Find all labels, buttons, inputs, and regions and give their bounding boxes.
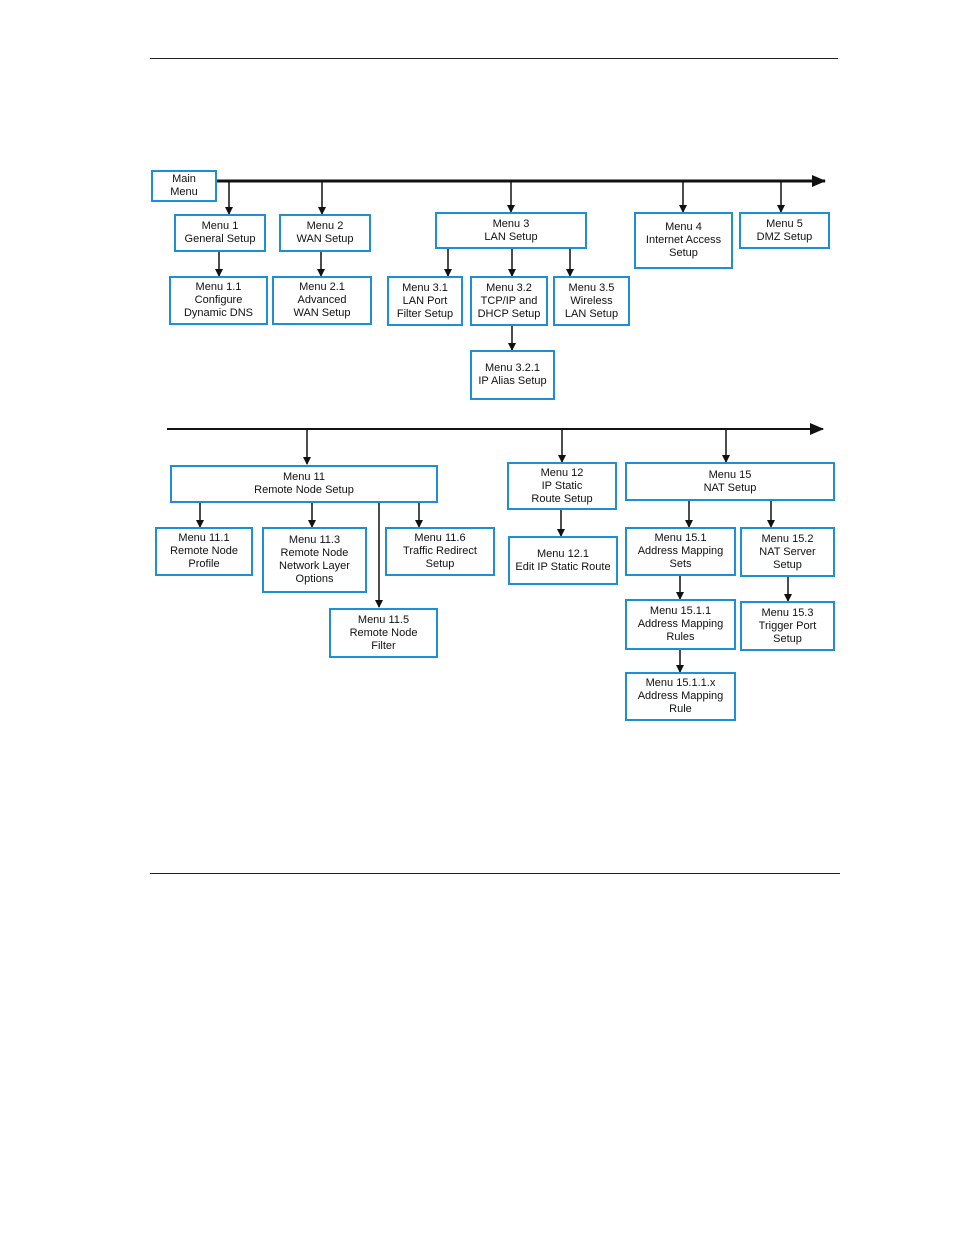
menu-11-box: Menu 11 Remote Node Setup — [170, 465, 438, 503]
menu-15-2-label: Menu 15.2 NAT Server Setup — [759, 532, 816, 571]
menu-11-5-box: Menu 11.5 Remote Node Filter — [329, 608, 438, 658]
menu-3-2-label: Menu 3.2 TCP/IP and DHCP Setup — [477, 281, 541, 320]
menu-12-label: Menu 12 IP Static Route Setup — [531, 466, 593, 505]
menu-15-3-label: Menu 15.3 Trigger Port Setup — [758, 606, 817, 645]
menu-15-box: Menu 15 NAT Setup — [625, 462, 835, 501]
menu-11-label: Menu 11 Remote Node Setup — [254, 471, 354, 496]
menu-12-box: Menu 12 IP Static Route Setup — [507, 462, 617, 510]
main-menu-label: Main Menu — [170, 173, 198, 198]
menu-3-2-box: Menu 3.2 TCP/IP and DHCP Setup — [470, 276, 548, 326]
menu-2-box: Menu 2 WAN Setup — [279, 214, 371, 252]
menu-15-1-1-box: Menu 15.1.1 Address Mapping Rules — [625, 599, 736, 650]
menu-3-5-box: Menu 3.5 Wireless LAN Setup — [553, 276, 630, 326]
menu-11-6-box: Menu 11.6 Traffic Redirect Setup — [385, 527, 495, 576]
menu-3-2-1-box: Menu 3.2.1 IP Alias Setup — [470, 350, 555, 400]
menu-1-1-label: Menu 1.1 Configure Dynamic DNS — [183, 281, 254, 319]
menu-15-label: Menu 15 NAT Setup — [703, 468, 757, 494]
menu-2-1-box: Menu 2.1 Advanced WAN Setup — [272, 276, 372, 325]
menu-4-label: Menu 4 Internet Access Setup — [645, 221, 722, 259]
menu-11-3-label: Menu 11.3 Remote Node Network Layer Opti… — [279, 534, 350, 585]
menu-15-1-1-x-label: Menu 15.1.1.x Address Mapping Rule — [637, 677, 724, 715]
menu-3-1-label: Menu 3.1 LAN Port Filter Setup — [396, 281, 454, 320]
menu-2-label: Menu 2 WAN Setup — [296, 220, 354, 245]
menu-12-1-label: Menu 12.1 Edit IP Static Route — [515, 547, 611, 573]
menu-5-box: Menu 5 DMZ Setup — [739, 212, 830, 249]
menu-15-1-box: Menu 15.1 Address Mapping Sets — [625, 527, 736, 576]
menu-1-box: Menu 1 General Setup — [174, 214, 266, 252]
menu-3-label: Menu 3 LAN Setup — [484, 217, 538, 243]
menu-4-box: Menu 4 Internet Access Setup — [634, 212, 733, 269]
menu-1-label: Menu 1 General Setup — [184, 220, 256, 245]
menu-15-1-label: Menu 15.1 Address Mapping Sets — [637, 532, 724, 570]
main-menu-box: Main Menu — [151, 170, 217, 202]
menu-11-1-label: Menu 11.1 Remote Node Profile — [170, 532, 238, 570]
menu-3-5-label: Menu 3.5 Wireless LAN Setup — [564, 281, 619, 320]
menu-11-6-label: Menu 11.6 Traffic Redirect Setup — [403, 532, 477, 570]
menu-3-1-box: Menu 3.1 LAN Port Filter Setup — [387, 276, 463, 326]
header-rule — [150, 58, 838, 59]
menu-1-1-box: Menu 1.1 Configure Dynamic DNS — [169, 276, 268, 325]
menu-11-3-box: Menu 11.3 Remote Node Network Layer Opti… — [262, 527, 367, 593]
menu-15-1-1-label: Menu 15.1.1 Address Mapping Rules — [637, 605, 724, 643]
menu-15-2-box: Menu 15.2 NAT Server Setup — [740, 527, 835, 577]
footer-rule — [150, 873, 840, 874]
menu-3-2-1-label: Menu 3.2.1 IP Alias Setup — [478, 362, 547, 387]
menu-15-1-1-x-box: Menu 15.1.1.x Address Mapping Rule — [625, 672, 736, 721]
menu-2-1-label: Menu 2.1 Advanced WAN Setup — [293, 281, 351, 319]
menu-15-3-box: Menu 15.3 Trigger Port Setup — [740, 601, 835, 651]
menu-12-1-box: Menu 12.1 Edit IP Static Route — [508, 536, 618, 585]
menu-11-1-box: Menu 11.1 Remote Node Profile — [155, 527, 253, 576]
menu-3-box: Menu 3 LAN Setup — [435, 212, 587, 249]
menu-5-label: Menu 5 DMZ Setup — [756, 217, 813, 243]
menu-11-5-label: Menu 11.5 Remote Node Filter — [349, 613, 418, 652]
